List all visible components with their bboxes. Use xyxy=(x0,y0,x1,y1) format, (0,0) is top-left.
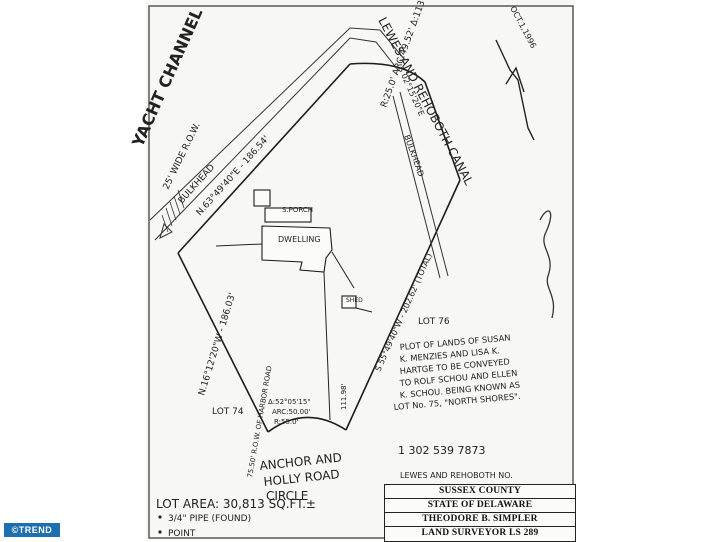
lewes-rehoboth-note: LEWES AND REHOBOTH NO. xyxy=(400,471,513,480)
north-arrow xyxy=(495,39,535,141)
right-of-way xyxy=(149,27,449,279)
cul-de-sac-curve-data-1: Δ:52°05'15" xyxy=(268,398,311,406)
trend-watermark: ©TREND xyxy=(4,523,60,537)
dwelling-footprint xyxy=(253,189,357,309)
cul-de-sac-curve-data-3: R:55.0' xyxy=(274,418,299,426)
sheet-border xyxy=(148,5,574,539)
interior-distance: 111.98' xyxy=(340,384,348,410)
signature-mark xyxy=(539,210,555,319)
lot-76-label: LOT 76 xyxy=(418,317,450,327)
bulkhead-hatch xyxy=(161,189,185,233)
title-state: STATE OF DELAWARE xyxy=(385,499,575,513)
legend-point: POINT xyxy=(168,529,196,539)
title-license: LAND SURVEYOR LS 289 xyxy=(421,528,539,538)
title-block: SUSSEX COUNTY STATE OF DELAWARE THEODORE… xyxy=(384,484,576,542)
shed-label: SHED xyxy=(346,297,363,304)
phone-number: 1 302 539 7873 xyxy=(398,444,485,457)
survey-sheet xyxy=(146,0,574,540)
canal-line-upper xyxy=(424,81,461,181)
date-label: OCT.1,1996 xyxy=(508,5,538,50)
northwest-line xyxy=(177,63,351,254)
legend-bullets xyxy=(158,515,162,534)
southwest-line xyxy=(177,252,269,433)
lot-74-label: LOT 74 xyxy=(212,407,244,417)
lot-area: LOT AREA: 30,813 SQ.FT.± xyxy=(156,497,316,511)
title-surveyor-name: THEODORE B. SIMPLER xyxy=(385,513,575,527)
southwest-bearing: N.16°12'20"W - 186.03' xyxy=(197,292,238,397)
porch-label: S.PORCH xyxy=(282,206,313,214)
southeast-line xyxy=(345,179,461,431)
cul-de-sac-curve-data-2: ARC:50.00' xyxy=(272,408,311,416)
cul-de-sac-arc xyxy=(267,416,347,433)
plot-description: PLOT OF LANDS OF SUSAN K. MENZIES AND LI… xyxy=(393,332,521,412)
road-label-line-3: CIRCLE xyxy=(266,489,308,503)
legend-pipe: 3/4" PIPE (FOUND) xyxy=(168,514,251,524)
title-county: SUSSEX COUNTY xyxy=(385,485,575,499)
dimension-ticks xyxy=(215,243,373,421)
dwelling-label: DWELLING xyxy=(278,235,321,244)
bulkhead-label-right: BULKHEAD xyxy=(402,134,425,178)
